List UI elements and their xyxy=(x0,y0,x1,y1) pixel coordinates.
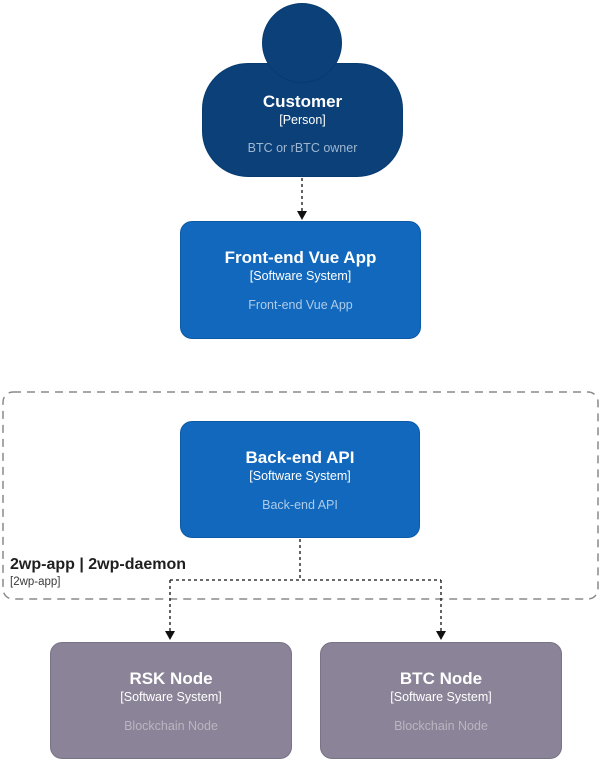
node-title: Back-end API xyxy=(245,448,355,467)
node-meta: [Software System] xyxy=(390,690,492,704)
node-meta: [Software System] xyxy=(249,469,351,483)
arrowhead-frontend xyxy=(297,211,307,220)
node-meta: [Person] xyxy=(279,113,326,127)
node-meta: [Software System] xyxy=(120,690,222,704)
btc-node: BTC Node [Software System] Blockchain No… xyxy=(320,642,562,759)
boundary-meta: [2wp-app] xyxy=(10,576,61,588)
arrowhead-btc xyxy=(436,631,446,640)
backend-system-node: Back-end API [Software System] Back-end … xyxy=(180,421,420,538)
node-description: Blockchain Node xyxy=(124,719,218,733)
node-description: Back-end API xyxy=(262,498,338,512)
node-title: Front-end Vue App xyxy=(224,248,377,267)
frontend-system-node: Front-end Vue App [Software System] Fron… xyxy=(180,221,421,339)
node-title: BTC Node xyxy=(399,669,483,688)
node-meta: [Software System] xyxy=(249,269,352,283)
boundary-title: 2wp-app | 2wp-daemon xyxy=(10,556,187,573)
node-description: BTC or rBTC owner xyxy=(247,141,358,155)
boundary-label: 2wp-app | 2wp-daemon [2wp-app] xyxy=(10,555,186,589)
arrowhead-rsk xyxy=(165,631,175,640)
rsk-node: RSK Node [Software System] Blockchain No… xyxy=(50,642,292,759)
node-description: Front-end Vue App xyxy=(248,298,353,312)
node-title: Customer xyxy=(262,92,343,111)
person-head-icon xyxy=(262,3,342,83)
node-description: Blockchain Node xyxy=(394,719,488,733)
node-title: RSK Node xyxy=(129,669,213,688)
